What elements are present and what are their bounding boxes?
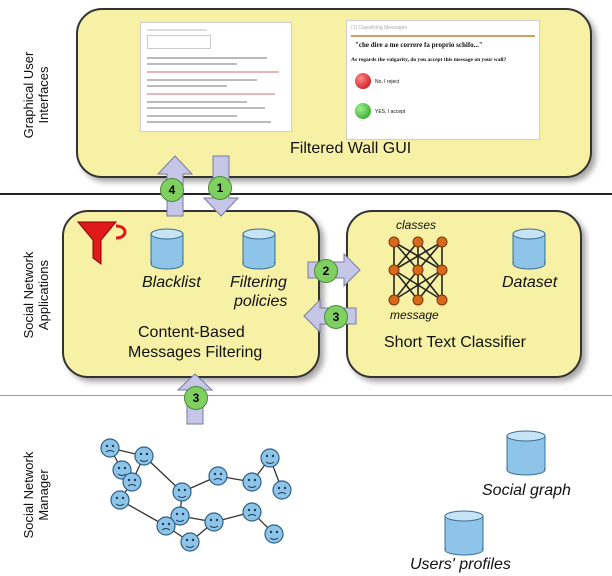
filtering-panel: Blacklist Filtering policies Content-Bas…	[62, 210, 320, 378]
users-profiles-database-icon	[444, 510, 484, 561]
filtering-title-line2: Messages Filtering	[128, 344, 263, 361]
step-3-badge-classifier: 3	[324, 305, 348, 329]
gui-panel: (1) Classifying Messages "che dire a me …	[76, 8, 592, 178]
classify-screenshot: (1) Classifying Messages "che dire a me …	[346, 20, 540, 140]
accept-label: YES, I accept	[375, 109, 406, 115]
step-2-badge: 2	[314, 259, 338, 283]
step-3-badge-manager: 3	[184, 386, 208, 410]
policies-database-icon	[242, 228, 276, 275]
user-face-icon	[208, 466, 228, 486]
classes-label: classes	[396, 218, 437, 232]
user-face-icon	[100, 438, 120, 458]
user-face-icon	[272, 480, 292, 500]
user-face-icon	[264, 524, 284, 544]
user-face-icon	[172, 482, 192, 502]
user-face-icon	[242, 502, 262, 522]
neural-network-icon	[382, 234, 452, 313]
layer-label-manager: Social Network Manager	[21, 451, 51, 539]
layer-label-applications: Social Network Applications	[21, 251, 51, 339]
classifier-panel: classes message Dataset S	[346, 210, 582, 378]
filtering-title-line1: Content-Based	[138, 324, 245, 341]
social-network-graph	[90, 430, 300, 565]
user-face-icon	[110, 490, 130, 510]
user-face-icon	[134, 446, 154, 466]
social-graph-label: Social graph	[482, 482, 571, 499]
layer-separator-bottom	[0, 395, 612, 396]
user-face-icon	[156, 516, 176, 536]
blacklist-database-icon	[150, 228, 184, 275]
user-face-icon	[180, 532, 200, 552]
classify-question: As regards the vulgarity, do you accept …	[351, 57, 507, 63]
user-face-icon	[260, 448, 280, 468]
users-profiles-label: Users' profiles	[410, 556, 511, 573]
dataset-database-icon	[512, 228, 546, 275]
reject-label: No, I reject	[375, 79, 400, 85]
dataset-label: Dataset	[502, 274, 558, 291]
funnel-icon	[76, 218, 130, 277]
wall-screenshot-left	[140, 22, 292, 132]
policies-label-line2: policies	[234, 293, 288, 310]
social-graph-database-icon	[506, 430, 546, 481]
user-face-icon	[242, 472, 262, 492]
layer-label-gui: Graphical User Interfaces	[21, 51, 51, 139]
accept-button[interactable]	[355, 103, 371, 119]
classify-quote: "che dire a me correre fa proprio schifo…	[355, 41, 483, 49]
classifier-title: Short Text Classifier	[384, 334, 526, 351]
blacklist-label: Blacklist	[142, 274, 201, 291]
step-1-badge: 1	[208, 176, 232, 200]
message-label: message	[390, 308, 439, 322]
user-face-icon	[122, 472, 142, 492]
layer-separator-top	[0, 193, 612, 195]
user-face-icon	[204, 512, 224, 532]
gui-panel-title: Filtered Wall GUI	[290, 140, 412, 157]
policies-label-line1: Filtering	[230, 274, 287, 291]
reject-button[interactable]	[355, 73, 371, 89]
step-4-badge: 4	[160, 178, 184, 202]
classify-header: (1) Classifying Messages	[351, 25, 407, 31]
user-face-icon	[170, 506, 190, 526]
